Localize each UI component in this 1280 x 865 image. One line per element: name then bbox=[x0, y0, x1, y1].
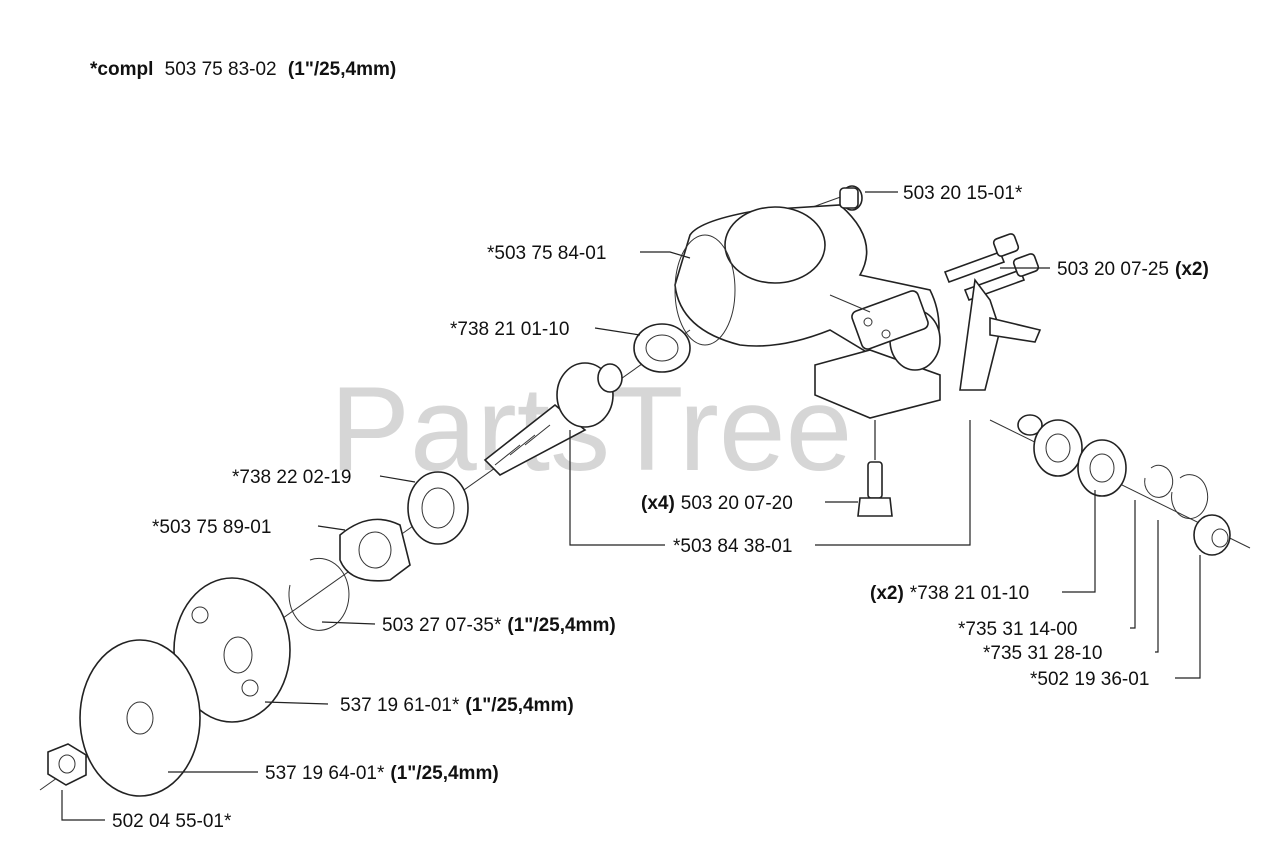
callout-c13: *502 19 36-01 bbox=[1030, 669, 1149, 690]
header-prefix: *compl bbox=[90, 59, 153, 80]
leader-lines bbox=[61, 191, 1201, 821]
washer-plate bbox=[339, 518, 411, 582]
callout-c15: 537 19 64-01*(1"/25,4mm) bbox=[265, 763, 499, 784]
callout-c3: 503 20 07-25(x2) bbox=[1057, 259, 1209, 280]
right-bearing-2 bbox=[1077, 439, 1127, 497]
nut bbox=[47, 743, 87, 786]
right-bearing-1 bbox=[1033, 419, 1083, 477]
callout-c12: *735 31 28-10 bbox=[983, 643, 1102, 664]
right-spacer bbox=[1193, 514, 1231, 556]
pinion-shaft bbox=[483, 362, 623, 476]
bottom-screw bbox=[857, 461, 893, 517]
housing-bolts bbox=[943, 233, 1040, 302]
header-size: (1"/25,4mm) bbox=[288, 59, 396, 80]
callout-c14: 537 19 61-01*(1"/25,4mm) bbox=[340, 695, 574, 716]
callout-c4: *738 21 01-10 bbox=[450, 319, 569, 340]
blade-disc bbox=[79, 639, 201, 797]
circlip bbox=[288, 557, 350, 631]
snap-ring-2 bbox=[1171, 474, 1209, 520]
callout-c7: *503 75 89-01 bbox=[152, 517, 271, 538]
callout-c5: *738 22 02-19 bbox=[232, 467, 351, 488]
top-screw bbox=[839, 185, 863, 211]
callout-c9: (x2)*738 21 01-10 bbox=[870, 583, 1029, 604]
bevel-gear bbox=[959, 277, 1043, 436]
snap-ring-1 bbox=[1144, 464, 1174, 498]
gear-housing bbox=[674, 204, 941, 419]
callout-c1: 503 20 15-01* bbox=[903, 183, 1023, 204]
support-cup bbox=[173, 577, 291, 723]
callout-c16: 502 04 55-01* bbox=[112, 811, 232, 832]
callout-c10: 503 27 07-35*(1"/25,4mm) bbox=[382, 615, 616, 636]
callout-c6: (x4)503 20 07-20 bbox=[641, 493, 793, 514]
bearing-upper bbox=[633, 323, 691, 373]
callout-c8: *503 84 38-01 bbox=[673, 536, 792, 557]
callout-c11: *735 31 14-00 bbox=[958, 619, 1077, 640]
seal-bearing bbox=[407, 471, 469, 545]
header-number: 503 75 83-02 bbox=[165, 59, 277, 80]
callout-c2: *503 75 84-01 bbox=[487, 243, 606, 264]
assembly-header: *compl 503 75 83-02 (1"/25,4mm) bbox=[90, 59, 396, 80]
